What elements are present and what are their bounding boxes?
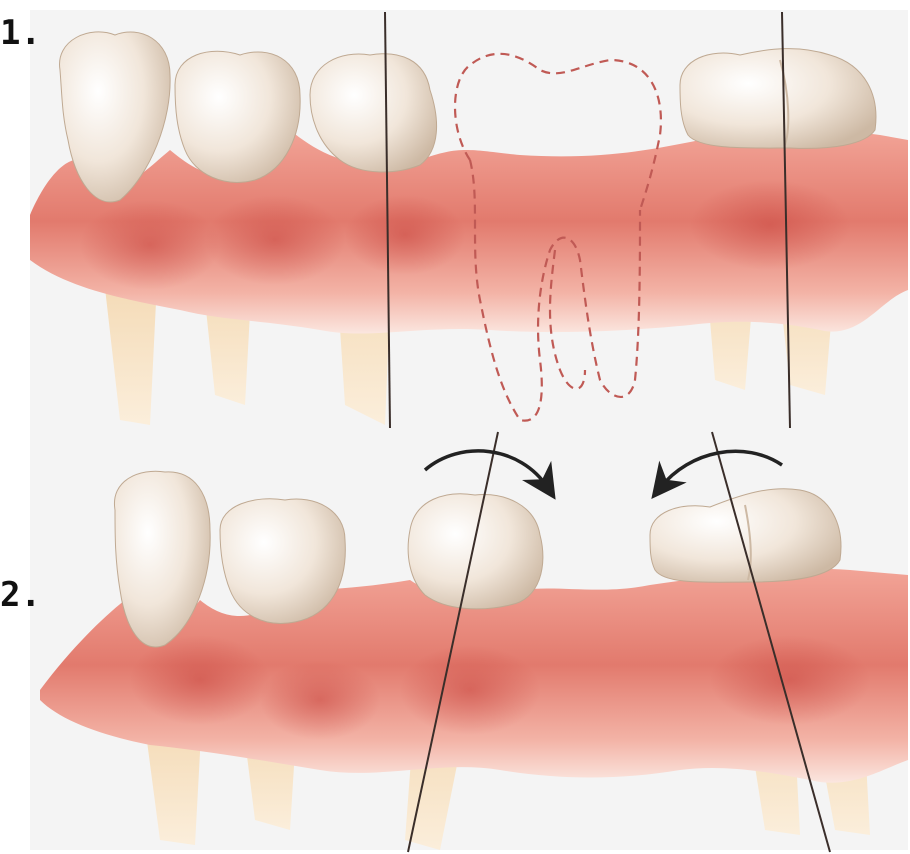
panel-1-gum-shade: [345, 195, 465, 275]
panel-1-gum-shade: [80, 200, 220, 290]
panel-1-gum-shade: [205, 195, 345, 285]
panel-2-gum-shade: [260, 660, 380, 740]
panel-2-gum-shade: [400, 645, 540, 735]
tooth-crown: [220, 499, 345, 624]
step-2-label: 2.: [0, 575, 41, 615]
tooth-crown: [680, 49, 876, 149]
panel-1-gum-shade: [690, 180, 850, 270]
step-1-label: 1.: [0, 13, 41, 53]
tooth-crown-tilted: [408, 494, 543, 609]
panel-2-gum-shade: [130, 635, 270, 725]
